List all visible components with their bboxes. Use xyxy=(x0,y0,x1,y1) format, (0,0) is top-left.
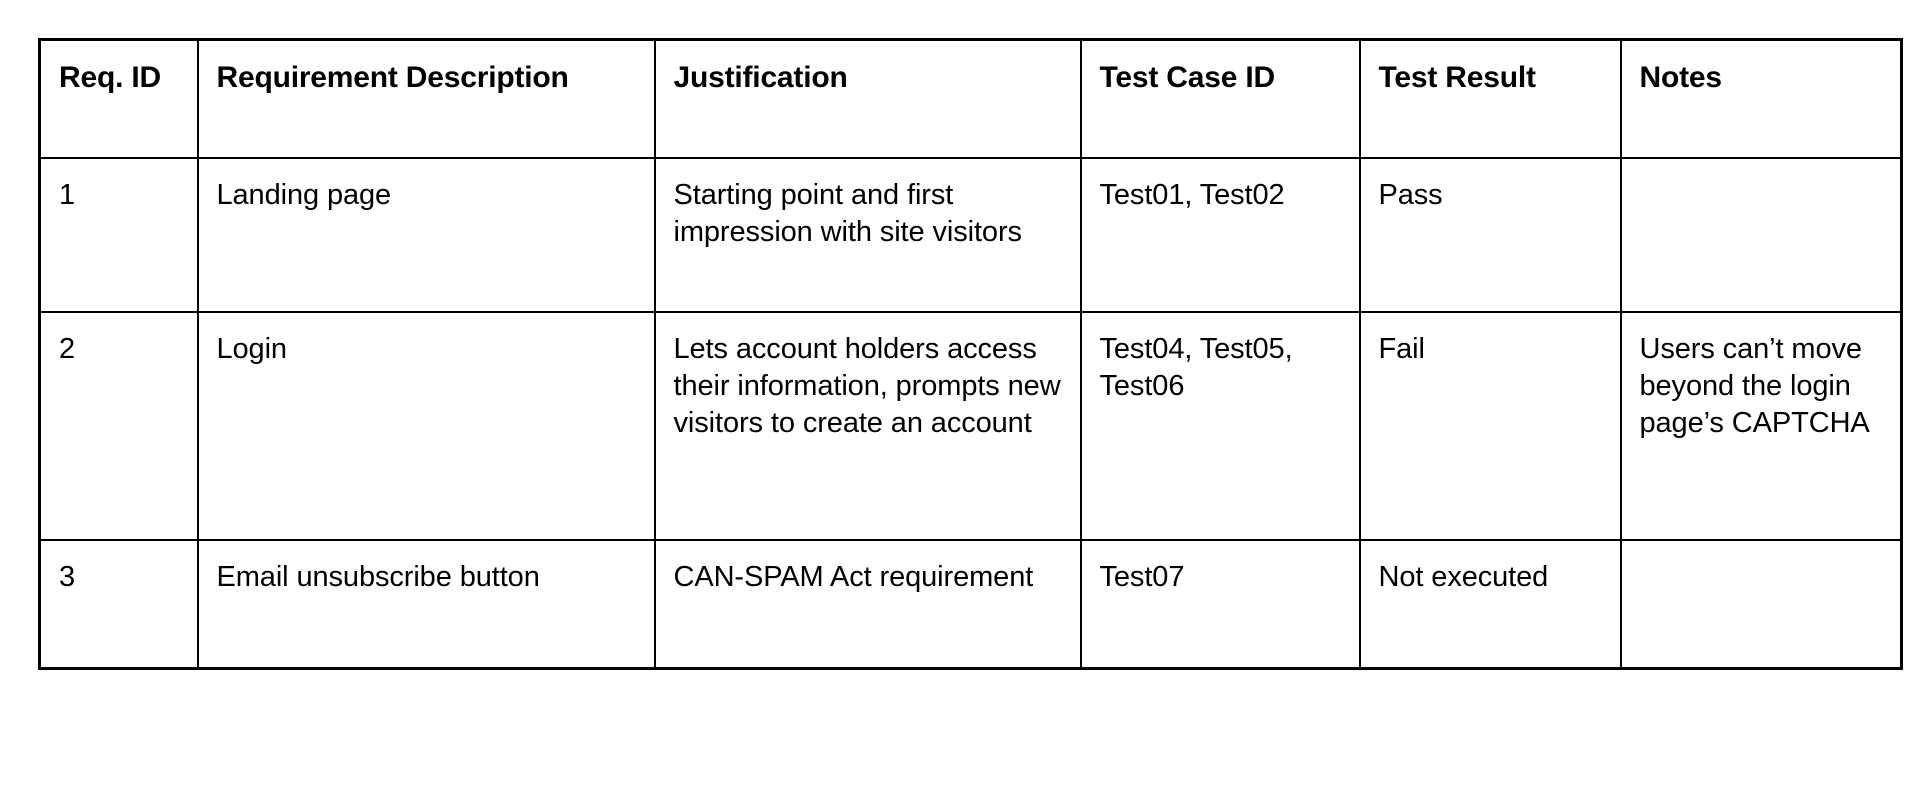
column-header-notes: Notes xyxy=(1619,38,1903,159)
cell-test-result: Not executed xyxy=(1358,539,1622,670)
column-header-test-case-id-label: Test Case ID xyxy=(1099,61,1276,94)
table-row: 1 Landing page Starting point and first … xyxy=(38,157,1903,313)
table-header-row: Req. ID Requirement Description Justific… xyxy=(38,38,1903,159)
table-row: 3 Email unsubscribe button CAN-SPAM Act … xyxy=(38,539,1903,670)
matrix-table: Req. ID Requirement Description Justific… xyxy=(38,38,1903,670)
cell-test-result: Pass xyxy=(1358,157,1622,313)
cell-test-result-value: Not executed xyxy=(1378,561,1549,593)
cell-test-case-id: Test07 xyxy=(1079,539,1361,670)
cell-requirement-description: Login xyxy=(196,311,656,541)
table-row: 2 Login Lets account holders access thei… xyxy=(38,311,1903,541)
cell-test-case-id-value: Test04, Test05, Test06 xyxy=(1099,333,1293,403)
cell-notes xyxy=(1619,157,1903,313)
column-header-notes-label: Notes xyxy=(1639,61,1723,94)
cell-req-id-value: 2 xyxy=(59,333,76,365)
cell-notes xyxy=(1619,539,1903,670)
cell-justification: Starting point and first impression with… xyxy=(653,157,1082,313)
column-header-test-result-label: Test Result xyxy=(1378,61,1536,94)
cell-requirement-description: Landing page xyxy=(196,157,656,313)
cell-test-case-id-value: Test07 xyxy=(1099,561,1185,593)
column-header-req-id-label: Req. ID xyxy=(59,61,161,94)
column-header-justification: Justification xyxy=(653,38,1082,159)
cell-notes: Users can’t move beyond the login page’s… xyxy=(1619,311,1903,541)
column-header-req-id: Req. ID xyxy=(38,38,199,159)
cell-notes-value: Users can’t move beyond the login page’s… xyxy=(1639,333,1870,440)
cell-req-id: 1 xyxy=(38,157,199,313)
cell-requirement-description-value: Landing page xyxy=(216,179,392,211)
table-header: Req. ID Requirement Description Justific… xyxy=(38,38,1903,159)
requirements-traceability-matrix: Req. ID Requirement Description Justific… xyxy=(38,38,1903,670)
column-header-test-result: Test Result xyxy=(1358,38,1622,159)
cell-test-result-value: Fail xyxy=(1378,333,1425,365)
cell-test-result-value: Pass xyxy=(1378,179,1443,211)
cell-requirement-description-value: Login xyxy=(216,333,288,365)
column-header-requirement-description-label: Requirement Description xyxy=(216,61,569,94)
cell-req-id-value: 3 xyxy=(59,561,76,593)
cell-justification-value: Lets account holders access their inform… xyxy=(673,333,1061,440)
cell-requirement-description-value: Email unsubscribe button xyxy=(216,561,540,593)
cell-req-id-value: 1 xyxy=(59,179,76,211)
cell-test-case-id: Test04, Test05, Test06 xyxy=(1079,311,1361,541)
column-header-justification-label: Justification xyxy=(673,61,848,94)
cell-test-result: Fail xyxy=(1358,311,1622,541)
cell-req-id: 3 xyxy=(38,539,199,670)
cell-justification-value: CAN-SPAM Act requirement xyxy=(673,561,1034,593)
column-header-requirement-description: Requirement Description xyxy=(196,38,656,159)
table-body: 1 Landing page Starting point and first … xyxy=(38,157,1903,670)
column-header-test-case-id: Test Case ID xyxy=(1079,38,1361,159)
cell-test-case-id: Test01, Test02 xyxy=(1079,157,1361,313)
cell-justification-value: Starting point and first impression with… xyxy=(673,179,1023,249)
cell-test-case-id-value: Test01, Test02 xyxy=(1099,179,1285,211)
cell-justification: CAN-SPAM Act requirement xyxy=(653,539,1082,670)
cell-requirement-description: Email unsubscribe button xyxy=(196,539,656,670)
cell-justification: Lets account holders access their inform… xyxy=(653,311,1082,541)
cell-req-id: 2 xyxy=(38,311,199,541)
